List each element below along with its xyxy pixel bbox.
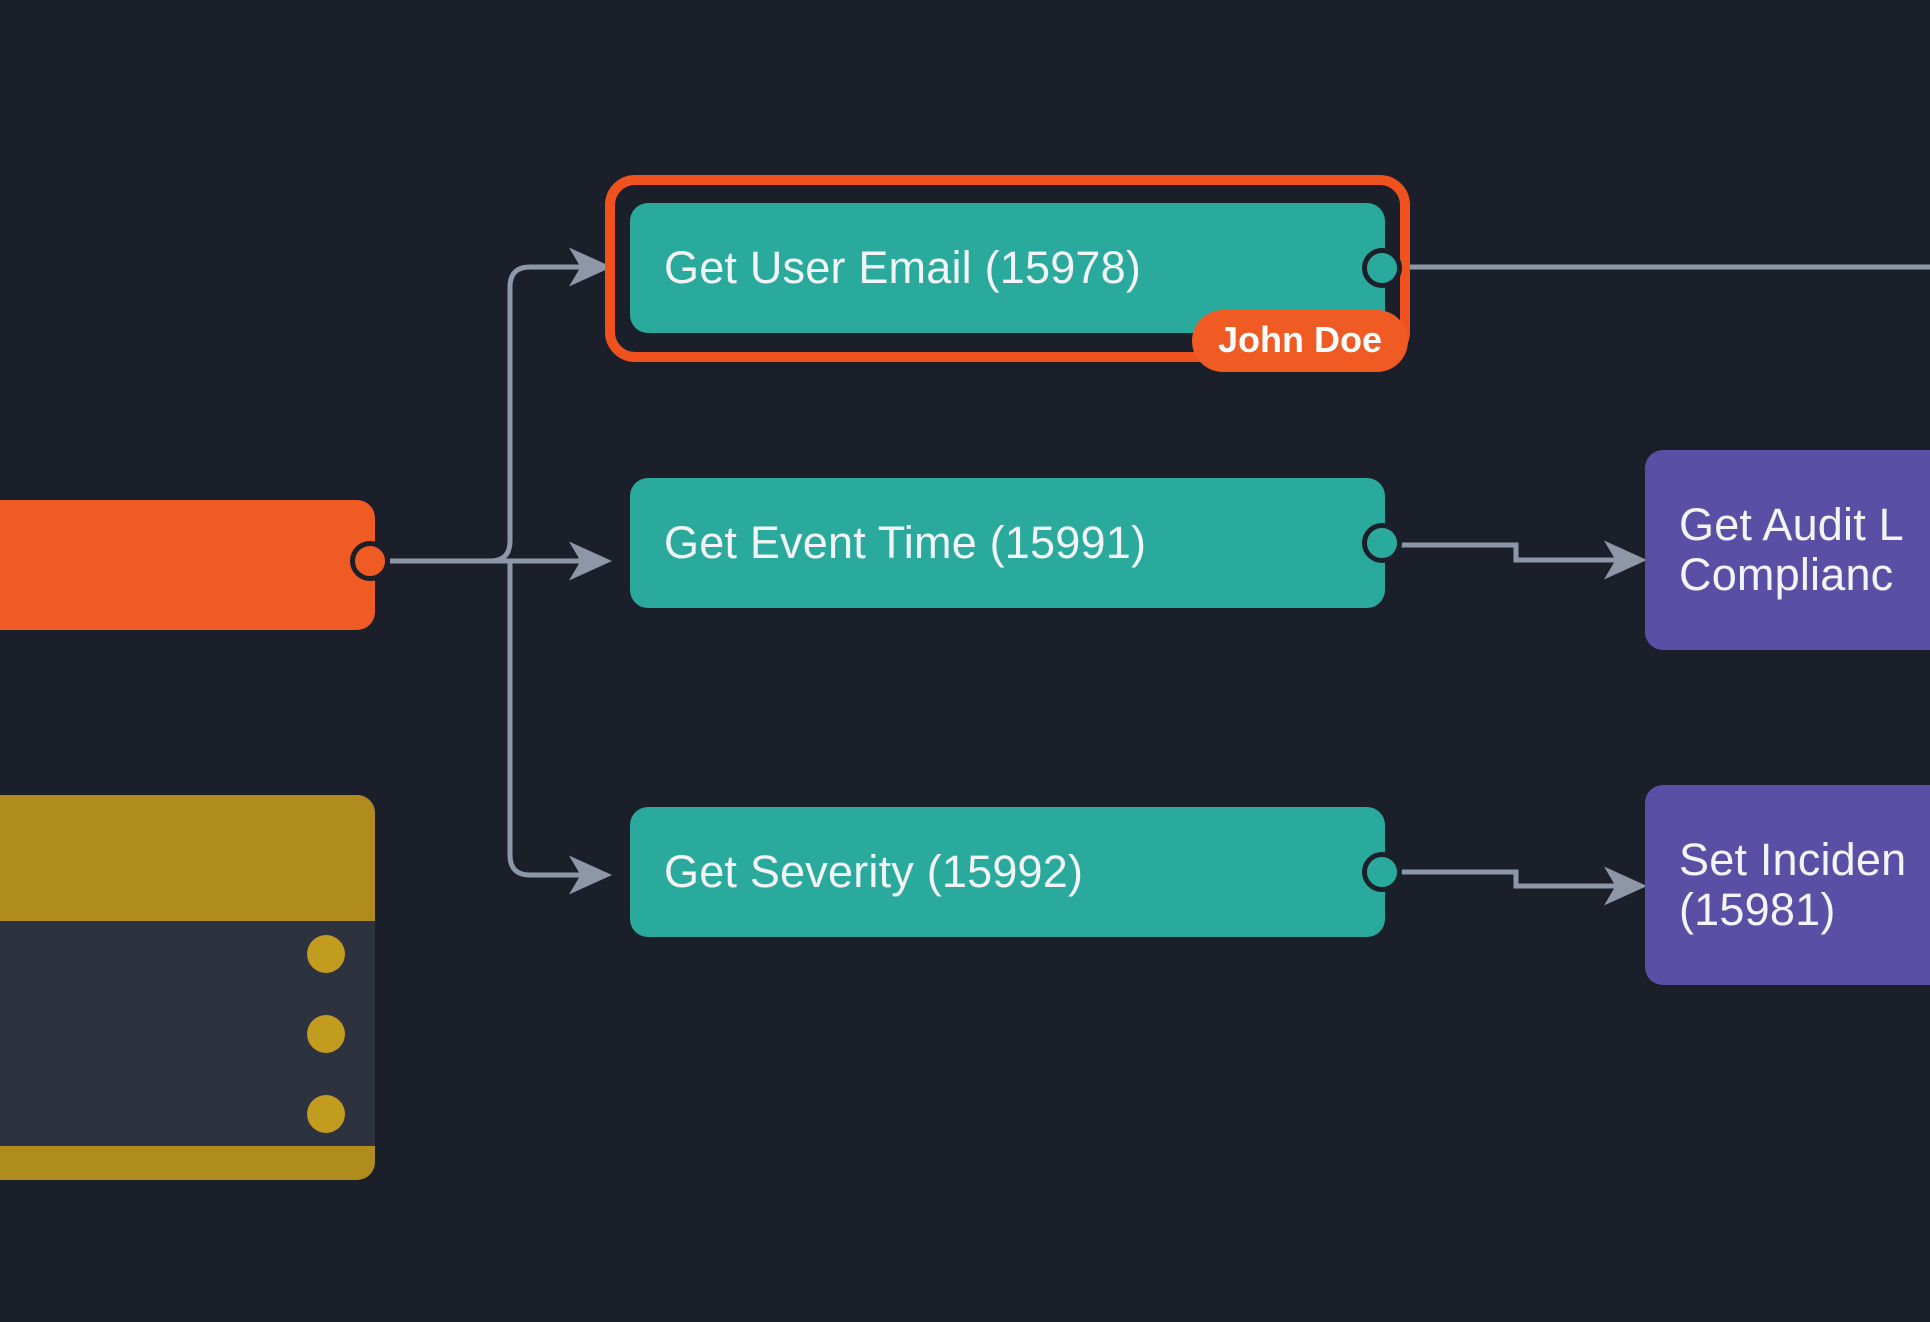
- status-dot-icon: [307, 934, 345, 973]
- node-get-event-time-label: Get Event Time (15991): [664, 516, 1147, 568]
- node-trigger[interactable]: 77): [0, 500, 375, 630]
- get-user-email-output-port[interactable]: [1362, 248, 1402, 288]
- panel-body: se open ange: [0, 921, 375, 1146]
- node-get-audit-log[interactable]: Get Audit L Complianc: [1645, 450, 1930, 650]
- assignee-badge-john-doe[interactable]: John Doe: [1192, 310, 1409, 372]
- panel-row[interactable]: se: [0, 921, 375, 986]
- panel-row[interactable]: ange: [0, 1081, 375, 1146]
- node-get-audit-log-label-line1: Get Audit L: [1679, 498, 1904, 550]
- panel-row[interactable]: open: [0, 1001, 375, 1066]
- status-dot-icon: [307, 1014, 345, 1053]
- edge-trigger-to-get-user-email: [390, 247, 613, 564]
- status-group-panel[interactable]: se open ange: [0, 795, 375, 1180]
- get-severity-output-port[interactable]: [1362, 852, 1402, 892]
- node-trigger-label: 77): [0, 540, 14, 590]
- edge-trigger-to-get-severity: [507, 561, 613, 895]
- node-get-severity[interactable]: Get Severity (15992): [630, 807, 1385, 937]
- edge-get-severity-to-set-incident: [1400, 866, 1648, 906]
- node-get-audit-log-label-line2: Complianc: [1679, 549, 1894, 600]
- panel-header: [0, 795, 375, 903]
- node-set-incident-label-line2: (15981): [1679, 884, 1836, 935]
- edge-get-event-time-to-get-audit-log: [1400, 540, 1648, 580]
- node-get-severity-label: Get Severity (15992): [664, 845, 1084, 897]
- trigger-output-port[interactable]: [350, 541, 390, 581]
- node-set-incident-label-line1: Set Inciden: [1679, 833, 1907, 885]
- get-event-time-output-port[interactable]: [1362, 523, 1402, 563]
- node-get-event-time[interactable]: Get Event Time (15991): [630, 478, 1385, 608]
- node-get-user-email-label: Get User Email (15978): [664, 241, 1142, 293]
- node-set-incident[interactable]: Set Inciden (15981): [1645, 785, 1930, 985]
- status-dot-icon: [307, 1094, 345, 1133]
- selection-ring-get-user-email: [605, 175, 1410, 362]
